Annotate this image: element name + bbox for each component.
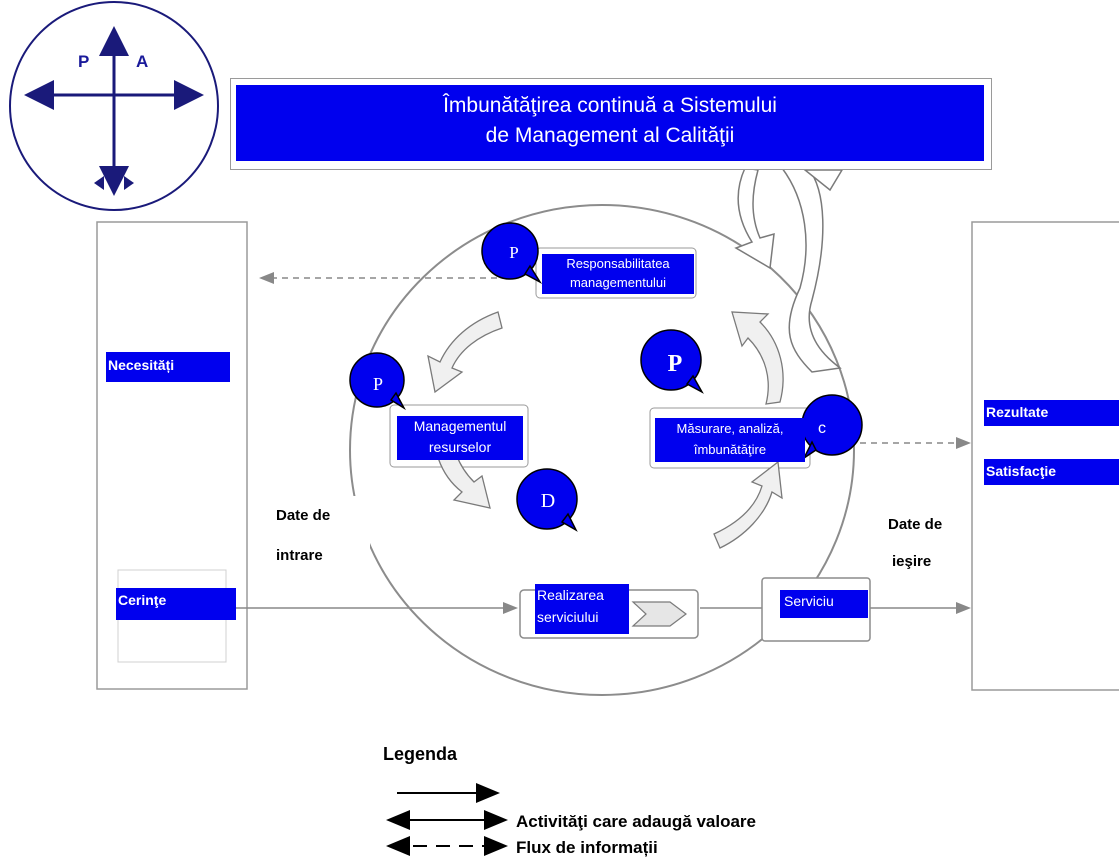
responsibility-box: Responsabilitatea managementului	[542, 254, 694, 294]
measurement-line2: îmbunătăţire	[693, 442, 767, 457]
service-box: Serviciu	[780, 590, 868, 618]
input-label: Date de intrare	[276, 496, 370, 576]
responsibility-line1: Responsabilitatea	[566, 256, 670, 271]
measurement-box: Măsurare, analiză, îmbunătăţire	[655, 418, 805, 462]
realization-box: Realizarea serviciului	[535, 584, 629, 634]
compass-letter-p: P	[78, 52, 90, 71]
bubble-right-letter: P	[668, 351, 683, 377]
header-title-line1: Îmbunătăţirea continuă a Sistemului	[443, 94, 777, 117]
legend-item-value: Activităţi care adaugă valoare	[516, 812, 757, 831]
bubble-left-letter: P	[373, 374, 383, 394]
compass-letter-a: A	[136, 52, 149, 71]
compass-icon	[9, 1, 219, 211]
results-label: Rezultate	[984, 400, 1119, 426]
bubble-measure-shape	[801, 394, 863, 461]
resources-line2: resurselor	[428, 439, 492, 455]
realization-line1: Realizarea	[537, 587, 604, 603]
input-label-line1: Date de	[276, 507, 331, 524]
resources-line1: Managementul	[413, 418, 507, 434]
bubble-top-shape	[481, 222, 543, 284]
cycle-arrow-top-left	[427, 311, 503, 394]
requirements-label: Cerinţe	[116, 588, 236, 620]
customers-right-panel	[971, 221, 1119, 691]
feedback-curved-arrow	[734, 167, 844, 373]
measurement-line1: Măsurare, analiză,	[676, 421, 784, 436]
output-label-line2: ieşire	[892, 553, 932, 570]
bubble-resources-letter: D	[541, 490, 555, 512]
cycle-arrow-bottom-right	[713, 460, 783, 549]
legend-title: Legenda	[383, 744, 458, 764]
needs-label: Necesități	[106, 352, 230, 382]
output-label-line1: Date de	[888, 516, 943, 533]
bubble-left-shape	[349, 352, 406, 411]
cycle-arrow-top-right	[731, 311, 784, 405]
realization-line2: serviciului	[537, 609, 599, 625]
bubble-top-letter: P	[509, 243, 518, 262]
input-label-line2: intrare	[276, 547, 323, 564]
resources-box: Managementul resurselor	[397, 416, 523, 460]
legend-item-info: Flux de informații	[516, 838, 658, 857]
bubble-right-shape	[640, 329, 704, 394]
output-label: Date de ieşire	[888, 506, 968, 580]
header-title: Îmbunătăţirea continuă a Sistemului de M…	[236, 85, 984, 161]
bubble-measure-letter: c	[818, 420, 826, 437]
satisfaction-label: Satisfacţie	[984, 459, 1119, 485]
responsibility-line2: managementului	[569, 275, 667, 290]
bubble-resources-shape	[516, 468, 578, 532]
header-title-line2: de Management al Calităţii	[485, 124, 735, 147]
